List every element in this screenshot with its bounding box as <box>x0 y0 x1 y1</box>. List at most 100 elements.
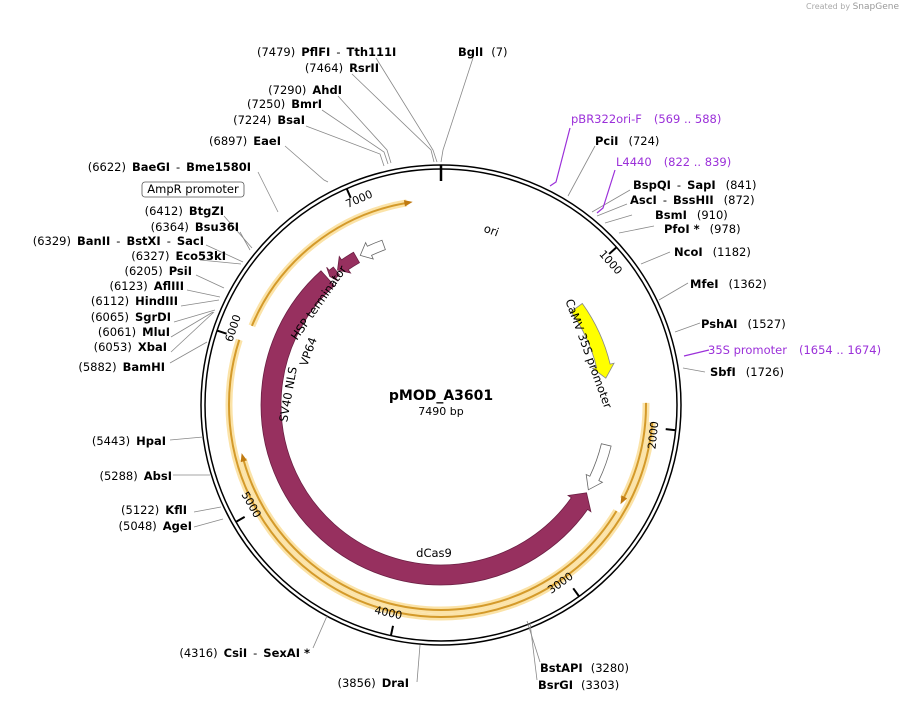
primer-l4440-range: (822 .. 839) <box>664 155 732 169</box>
tick-7000 <box>345 188 352 199</box>
feature-vp64 <box>337 251 361 274</box>
pos-asci: (872) <box>724 193 755 207</box>
svg-text:(6205)PsiI: (6205)PsiI <box>124 264 192 278</box>
svg-text:(6112)HindIII: (6112)HindIII <box>91 294 178 308</box>
enzyme-pfoi: PfoI * <box>664 222 700 236</box>
pos-rsrii: (7464) <box>305 61 343 75</box>
enzyme-bme1580i: Bme1580I <box>186 160 251 174</box>
enzyme-asci: AscI <box>630 193 657 207</box>
enzyme-rsrii: RsrII <box>349 61 379 75</box>
enzyme-bspqi: BspQI <box>633 178 671 192</box>
enzyme-absi: AbsI <box>144 469 172 483</box>
features <box>260 239 615 586</box>
svg-text:PciI(724): PciI(724) <box>595 134 659 148</box>
enzyme-hpai: HpaI <box>136 434 166 448</box>
pos-pfoi: (978) <box>710 222 741 236</box>
enzyme-bamhi: BamHI <box>123 360 165 374</box>
enzyme-sapi: SapI <box>687 178 716 192</box>
pos-absi: (5288) <box>99 469 137 483</box>
pos-bspqi: (841) <box>726 178 757 192</box>
pos-bsrgi: (3303) <box>581 678 619 692</box>
feature-camv-35s-promoter <box>585 443 612 491</box>
pos-sbfi: (1726) <box>746 365 784 379</box>
pos-bsmi: (910) <box>697 208 728 222</box>
pos-pshai: (1527) <box>747 317 785 331</box>
enzyme-agei: AgeI <box>163 519 192 533</box>
svg-text:(5443)HpaI: (5443)HpaI <box>92 434 166 448</box>
orf-0-head <box>620 495 628 505</box>
pos-pcii: (724) <box>628 134 659 148</box>
svg-text:PfoI *(978): PfoI * (978) <box>664 222 741 236</box>
orf-2 <box>250 201 407 327</box>
orf-1-head <box>240 453 247 463</box>
tick-label-6000: 6000 <box>223 313 244 344</box>
svg-text:BstAPI(3280): BstAPI(3280) <box>540 661 629 675</box>
svg-text:BspQI-SapI(841): BspQI-SapI(841) <box>633 178 757 192</box>
svg-text:(3856)DraI: (3856) DraI <box>337 676 409 690</box>
feature-hsp-terminator <box>359 239 386 260</box>
svg-text:(7290)AhdI: (7290)AhdI <box>268 83 342 97</box>
tick-5000 <box>235 516 246 523</box>
tick-4000 <box>389 625 395 636</box>
snapgene-credit: Created by SnapGene <box>806 2 899 12</box>
enzyme-drai: DraI <box>382 676 409 690</box>
feature-label-ori: ori <box>482 221 501 239</box>
primer-pbr322ori-f-range: (569 .. 588) <box>654 112 722 126</box>
pos-bsai: (7224) <box>233 113 271 127</box>
pos-sgrdi: (6065) <box>91 310 129 324</box>
plasmid-size: 7490 bp <box>418 405 463 418</box>
tick-1000 <box>608 246 618 255</box>
svg-text:BsmI(910): BsmI (910) <box>655 208 728 222</box>
enzyme-bgli: BglI <box>458 45 483 59</box>
svg-text:(6065)SgrDI: (6065)SgrDI <box>91 310 171 324</box>
pos-drai: (3856) <box>337 676 375 690</box>
primer-35s-promoter-range: (1654 .. 1674) <box>799 343 881 357</box>
svg-text:(7224)BsaI: (7224)BsaI <box>233 113 305 127</box>
svg-text:(6622)BaeGI-Bme1580I: (6622)BaeGI-Bme1580I <box>88 160 251 174</box>
pos-btgzi: (6412) <box>145 204 183 218</box>
svg-text:(5288)AbsI: (5288) AbsI <box>99 469 172 483</box>
svg-text:(6123)AflIII: (6123)AflIII <box>109 279 184 293</box>
enzyme-bstapi: BstAPI <box>540 661 583 675</box>
enzyme-eaei: EaeI <box>253 134 281 148</box>
pos-eco53ki: (6327) <box>131 249 169 263</box>
svg-text:(7464)RsrII: (7464) RsrII <box>305 61 379 75</box>
svg-text:L4440(822 .. 839): L4440(822 .. 839) <box>616 155 731 169</box>
pos-xbai: (6053) <box>94 340 132 354</box>
orf-0 <box>622 402 647 500</box>
enzyme-pshai: PshAI <box>701 317 737 331</box>
pos-bamhi: (5882) <box>78 360 116 374</box>
tick-2000 <box>665 428 676 432</box>
orf-arcs <box>225 199 656 621</box>
enzyme-sbfi: SbfI <box>710 365 736 379</box>
enzyme-bsmi: BsmI <box>655 208 687 222</box>
pos-mlui: (6061) <box>98 325 136 339</box>
svg-text:(4316)CsiI-SexAI *: (4316)CsiI-SexAI * <box>179 646 310 660</box>
svg-text:(6412)BtgZI: (6412)BtgZI <box>145 204 224 218</box>
enzyme-labels: (7479)PflFI-Tth111I BglI(7) (7464)RsrII … <box>33 45 881 692</box>
enzyme-bmri: BmrI <box>291 97 322 111</box>
enzyme-bsrgi: BsrGI <box>538 678 573 692</box>
svg-text:PshAI(1527): PshAI (1527) <box>701 317 786 331</box>
enzyme-bstxi: BstXI <box>126 234 160 248</box>
svg-text:SbfI(1726): SbfI (1726) <box>710 365 784 379</box>
enzyme-bsu36i: Bsu36I <box>195 220 239 234</box>
svg-text:(6364)Bsu36I: (6364)Bsu36I <box>151 220 239 234</box>
feature-sv40-nls <box>326 266 341 282</box>
pos-pflfi: (7479) <box>257 45 295 59</box>
plasmid-name: pMOD_A3601 <box>389 388 493 404</box>
svg-text:(6897)EaeI: (6897)EaeI <box>209 134 281 148</box>
primer-pbr322ori-f: pBR322ori-F <box>571 112 642 126</box>
enzyme-psii: PsiI <box>169 264 192 278</box>
feature-dcas9 <box>260 270 592 586</box>
enzyme-mfei: MfeI <box>690 277 719 291</box>
pos-bgli: (7) <box>491 45 507 59</box>
svg-text:(7250)BmrI: (7250)BmrI <box>247 97 322 111</box>
primer-markers <box>549 127 710 357</box>
orf-2-halo <box>248 199 408 328</box>
svg-text:pBR322ori-F(569 .. 588): pBR322ori-F (569 .. 588) <box>571 112 721 126</box>
enzyme-ahdi: AhdI <box>312 83 342 97</box>
orf-1 <box>242 458 618 611</box>
svg-text:MfeI(1362): MfeI(1362) <box>690 277 767 291</box>
svg-text:(6061)MluI: (6061)MluI <box>98 325 170 339</box>
